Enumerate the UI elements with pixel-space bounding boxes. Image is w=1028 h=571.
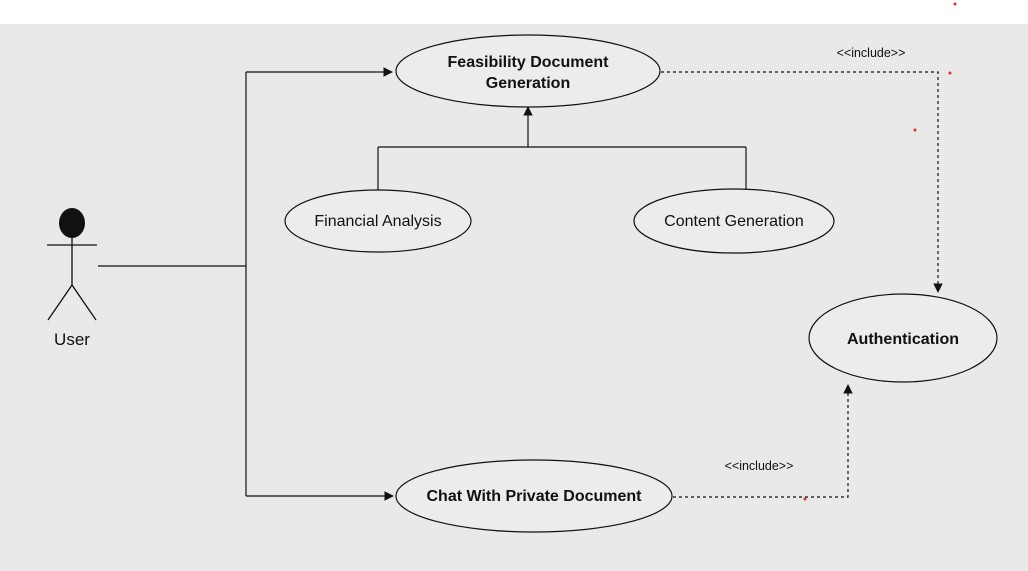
actor-user[interactable]: User (47, 208, 97, 349)
actor-label: User (54, 330, 90, 349)
financial-analysis-label: Financial Analysis (314, 213, 441, 230)
use-case-financial-analysis[interactable]: Financial Analysis (284, 189, 472, 253)
use-case-authentication[interactable]: Authentication (808, 293, 998, 383)
authentication-label: Authentication (847, 331, 959, 348)
actor-right-leg (71, 284, 97, 321)
red-dot (953, 2, 957, 6)
red-dot (913, 128, 917, 132)
use-case-chat-private-document[interactable]: Chat With Private Document (395, 459, 673, 533)
feasibility-label-line1: Feasibility Document (448, 54, 610, 71)
red-dot (948, 71, 952, 75)
red-dot (803, 497, 807, 501)
include-label-bottom: <<include>> (725, 459, 794, 473)
feasibility-label-line2: Generation (486, 75, 570, 92)
actor-associations (98, 67, 394, 501)
actor-left-leg (47, 284, 73, 321)
include-label-top: <<include>> (837, 46, 906, 60)
use-case-content-generation[interactable]: Content Generation (633, 188, 835, 254)
chat-private-document-label: Chat With Private Document (427, 488, 643, 505)
content-generation-label: Content Generation (664, 213, 804, 230)
actor-head (59, 208, 85, 238)
use-case-feasibility[interactable]: Feasibility Document Generation (395, 34, 661, 108)
include-connectors (661, 71, 943, 498)
